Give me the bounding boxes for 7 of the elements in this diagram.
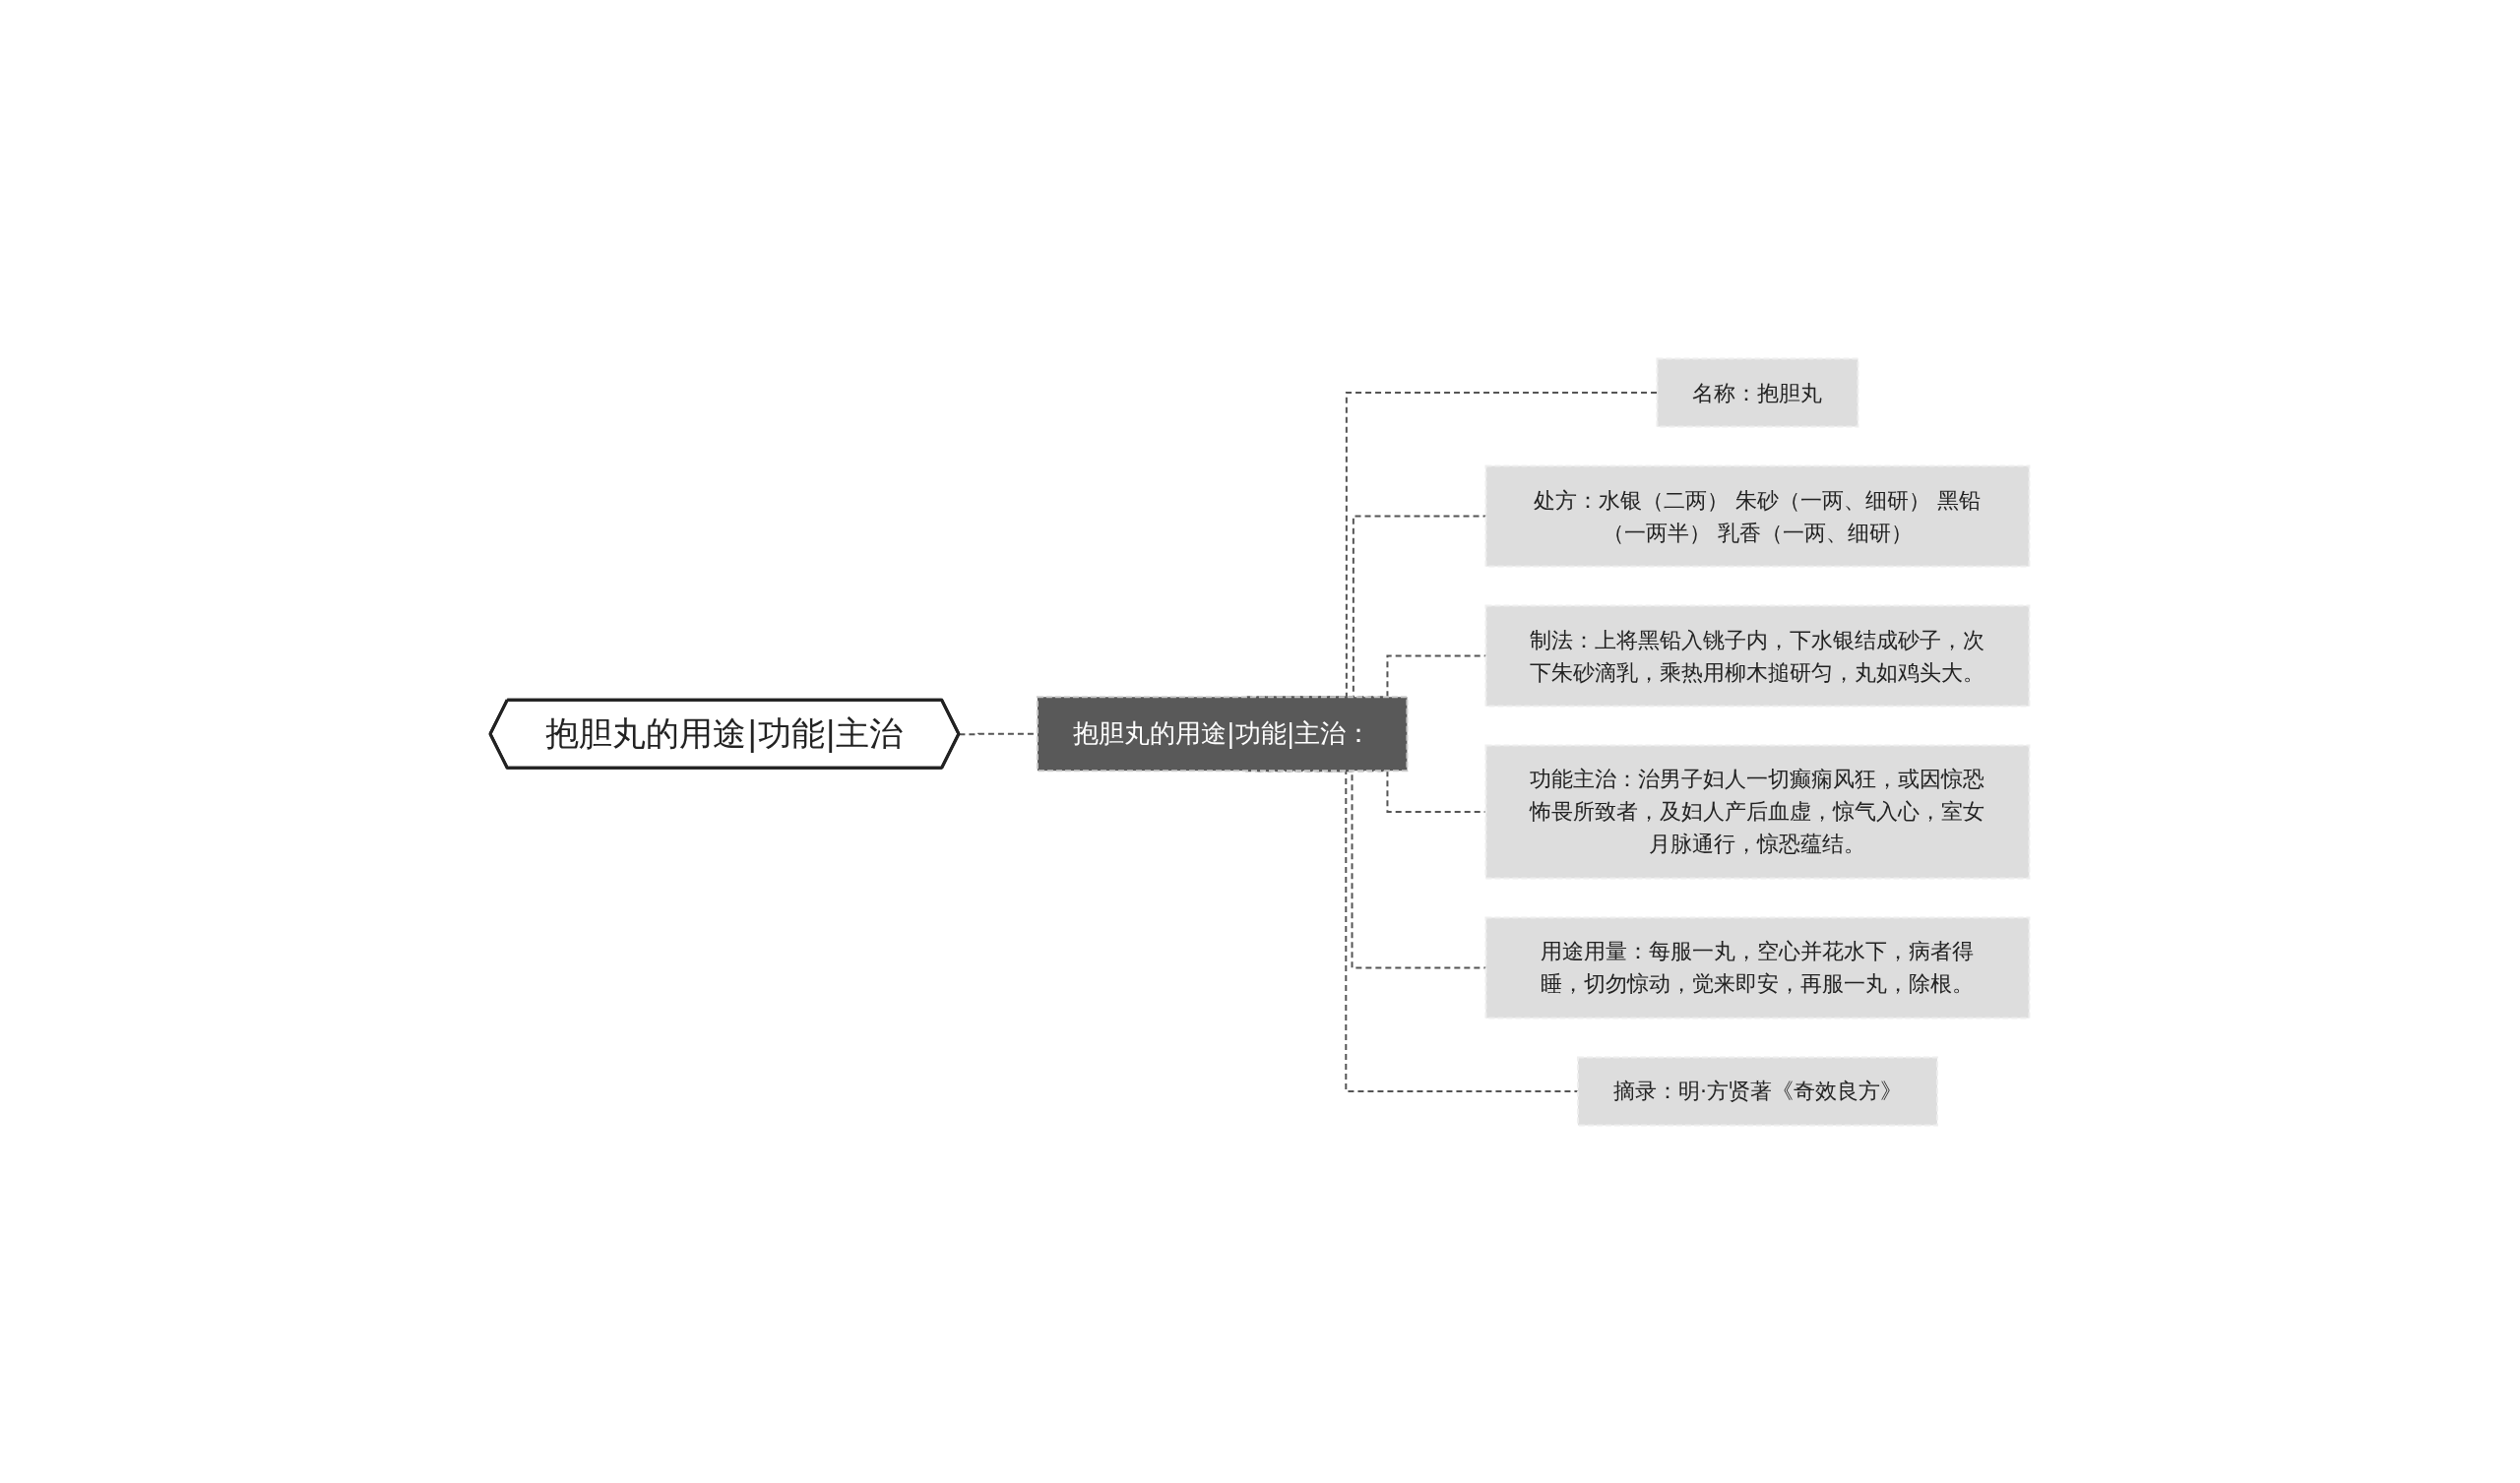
node-box: 制法：上将黑铅入铫子内，下水银结成砂子，次下朱砂滴乳，乘热用柳木搥研匀，丸如鸡头大。 xyxy=(1484,604,2031,707)
node-box: 抱胆丸的用途|功能|主治： xyxy=(1037,695,1409,772)
node-box: 功能主治：治男子妇人一切癫痫风狂，或因惊恐怖畏所致者，及妇人产后血虚，惊气入心，室女月脉通行，惊恐蕴结。 xyxy=(1484,744,2031,879)
node-box: 名称：抱胆丸 xyxy=(1656,357,1859,427)
node-box: 摘录：明·方贤著《奇效良方》 xyxy=(1577,1056,1939,1126)
node-box: 用途用量：每服一丸，空心并花水下，病者得睡，切勿惊动，觉来即安，再服一丸，除根。 xyxy=(1484,916,2031,1019)
node-box: 处方：水银（二两） 朱砂（一两、细研） 黑铅（一两半） 乳香（一两、细研） xyxy=(1484,464,2031,567)
